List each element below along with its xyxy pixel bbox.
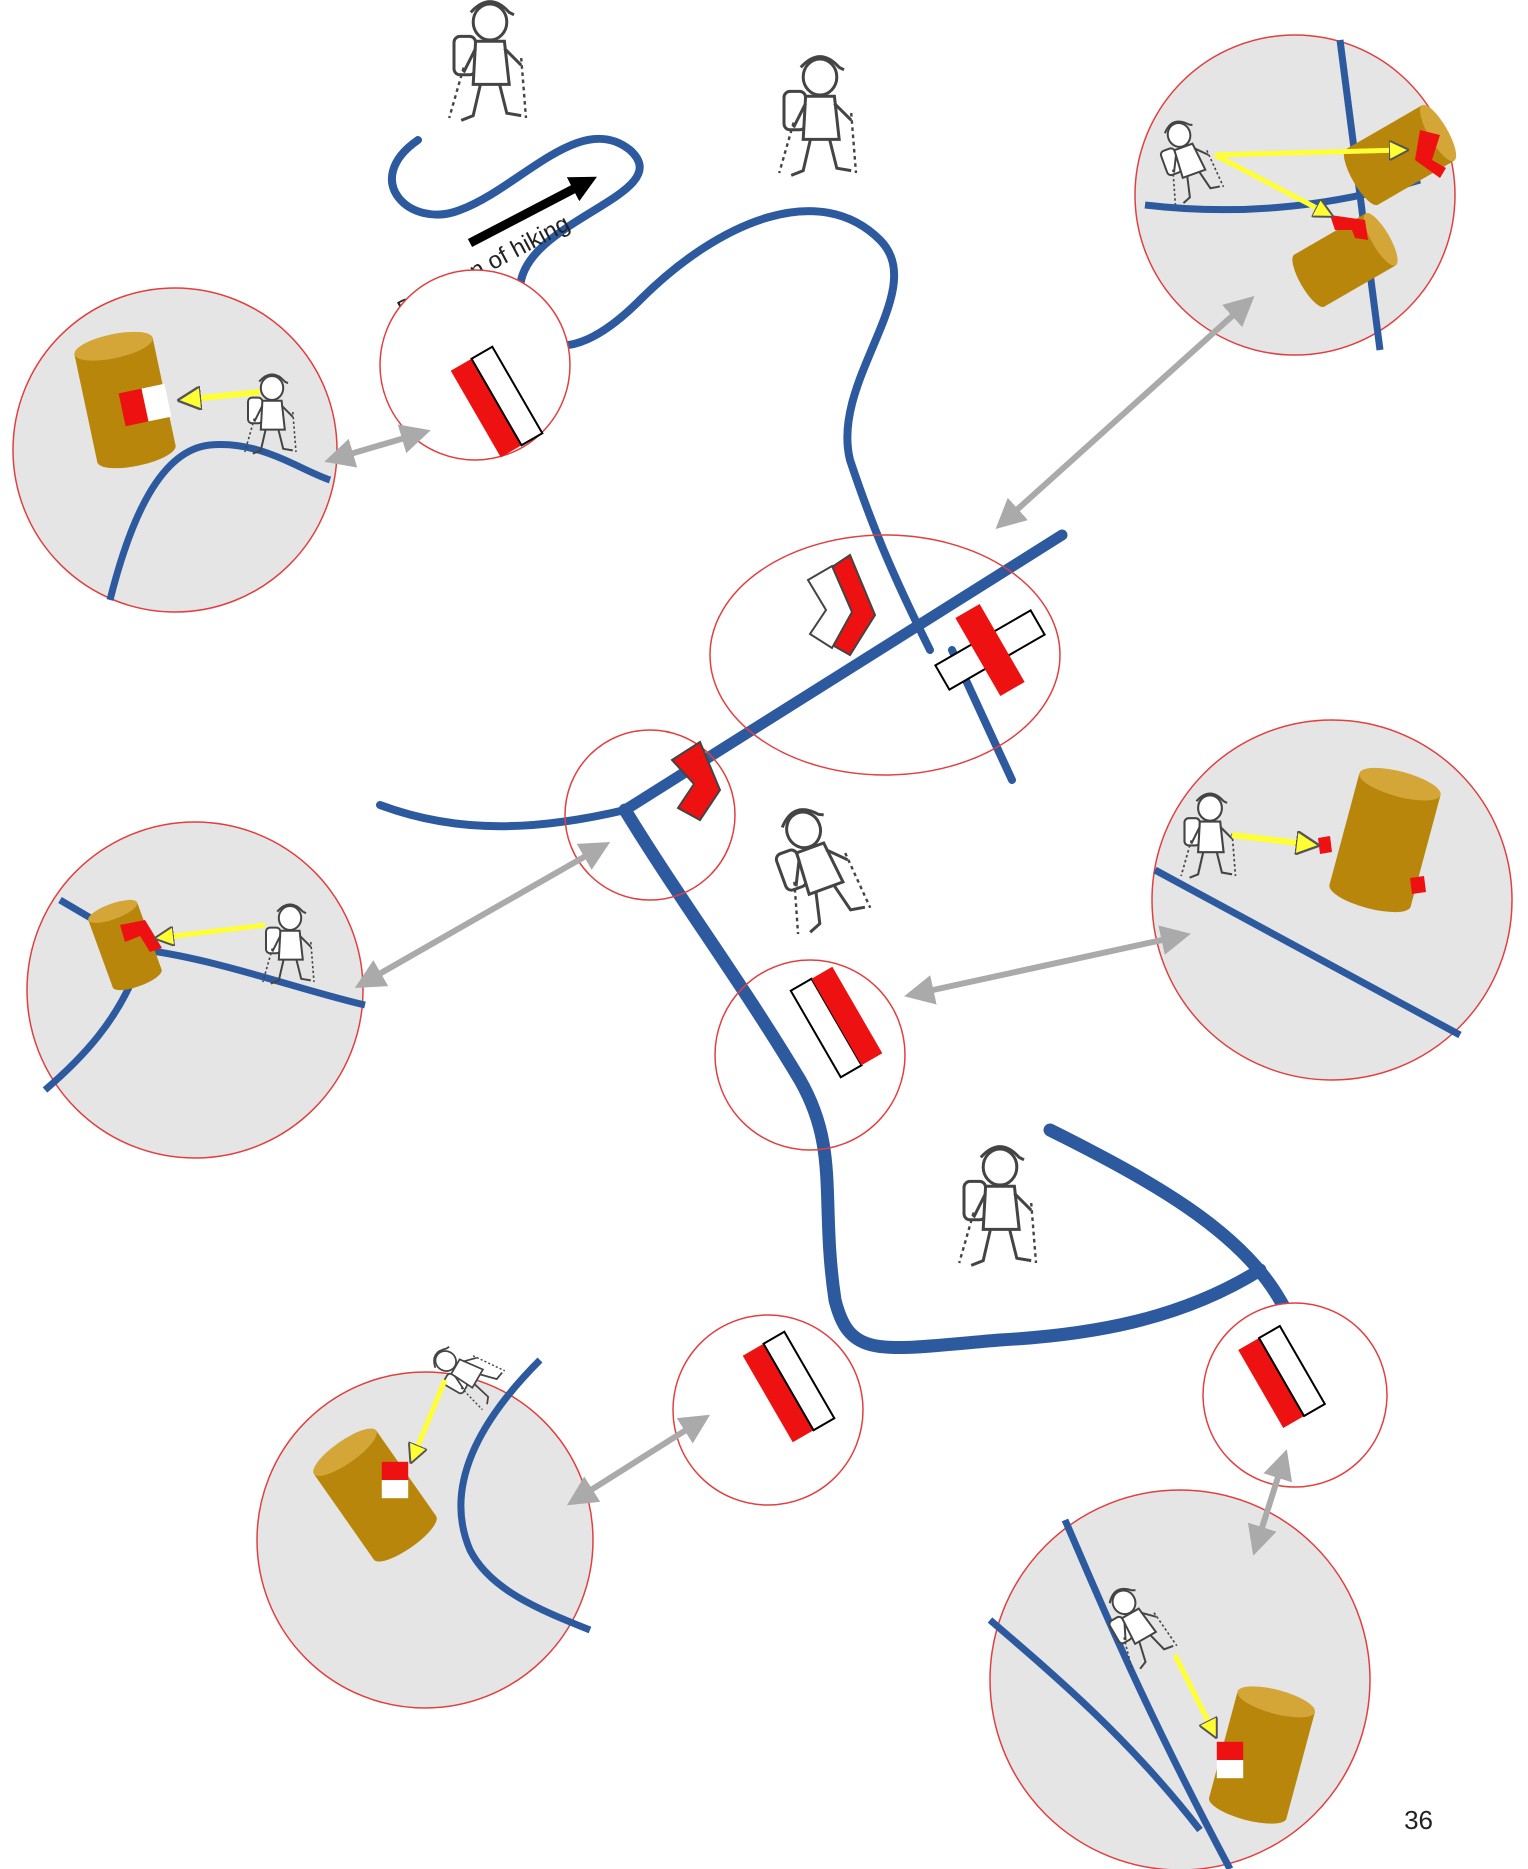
hiker-icon: [777, 55, 858, 177]
sight-arrow-icon: [1214, 150, 1405, 155]
sight-arrow-icon: [1172, 1653, 1215, 1735]
trail-south: [618, 803, 1267, 1355]
sight-arrow-icon: [412, 1379, 448, 1460]
pointer-arrow: [324, 424, 431, 468]
page-number: 36: [1404, 1805, 1433, 1835]
trail-marker-icon: [1318, 836, 1332, 854]
trail-west: [376, 801, 629, 831]
pointer-arrows: [324, 295, 1293, 1556]
hiker-icon: [957, 1145, 1038, 1267]
sight-arrow-icon: [182, 392, 261, 400]
pointer-arrow: [904, 925, 1191, 1005]
turn-marker-icon: [1330, 215, 1368, 240]
turn-marker-icon: [120, 920, 162, 952]
trail-marker-icon: [381, 1461, 409, 1499]
direction-arrow: [467, 176, 597, 247]
marker-circle-2: [709, 534, 1061, 776]
inset-circle-c: [26, 821, 366, 1159]
sight-arrow-icon: [1231, 835, 1315, 845]
hiker-icon: [447, 0, 528, 122]
marker-circle-1: [379, 269, 571, 461]
marker-circle-3: [564, 729, 736, 901]
pointer-arrow: [566, 1414, 711, 1506]
sight-arrow-icon: [1213, 152, 1330, 215]
turn-marker-icon: [670, 740, 722, 822]
turn-marker-icon: [1415, 130, 1446, 178]
pointer-arrow: [995, 295, 1255, 530]
hiker-icon: [756, 796, 873, 938]
inset-circle-f: [987, 1489, 1371, 1869]
marker-circle-5: [672, 1314, 864, 1506]
pointer-arrow: [354, 842, 611, 988]
marker-circle-6: [1202, 1302, 1388, 1488]
pointer-arrow: [1247, 1449, 1293, 1556]
sight-arrow-icon: [158, 922, 266, 938]
inset-circle-b: [1134, 34, 1463, 356]
trail-marker-icon: [1216, 1741, 1244, 1779]
inset-circle-d: [1151, 719, 1513, 1081]
marker-circle-4: [714, 959, 906, 1151]
inset-circle-e: [256, 1335, 594, 1709]
inset-circle-a: [12, 287, 338, 613]
trail-marker-icon: [1410, 876, 1426, 894]
